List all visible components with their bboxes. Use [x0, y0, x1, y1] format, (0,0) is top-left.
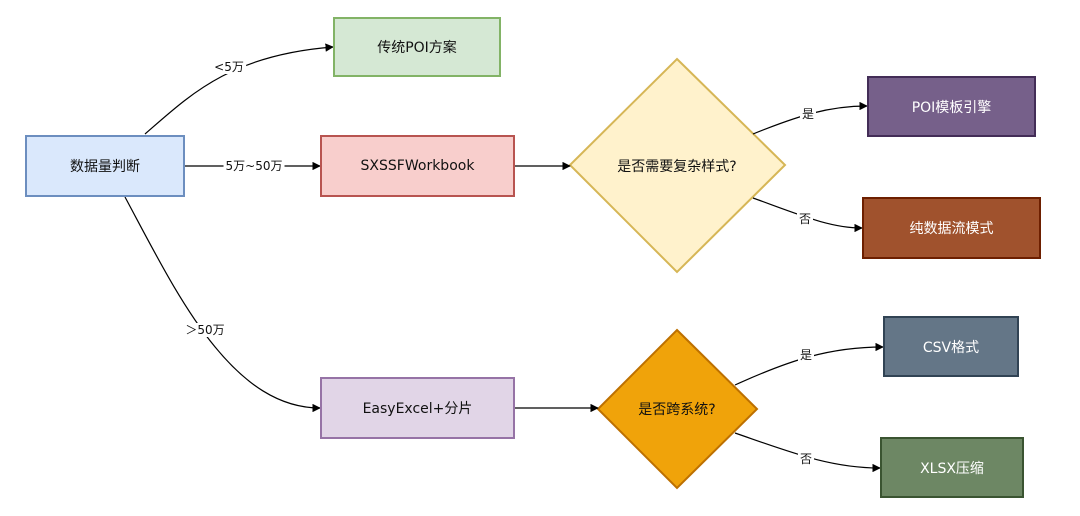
edge-label-style-no: 否 — [796, 212, 814, 226]
node-label: EasyExcel+分片 — [362, 401, 473, 417]
edge-label-5w-50w: 5万~50万 — [223, 159, 285, 173]
diamond-complex-style[interactable] — [568, 57, 787, 274]
edge-start-to-easyexcel — [124, 196, 321, 413]
node-label: 数据量判断 — [70, 159, 140, 175]
edge-label-cross-yes: 是 — [797, 348, 815, 362]
node-sxssf-workbook[interactable]: SXSSFWorkbook — [320, 135, 515, 197]
node-data-volume-check[interactable]: 数据量判断 — [25, 135, 185, 197]
node-traditional-poi[interactable]: 传统POI方案 — [333, 17, 501, 77]
edge-start-to-poi — [144, 43, 334, 135]
node-label: 传统POI方案 — [377, 40, 457, 56]
diamond-complex-style-label: 是否需要复杂样式? — [617, 159, 737, 175]
node-label: 纯数据流模式 — [909, 221, 994, 237]
node-label: POI模板引擎 — [911, 99, 992, 116]
node-label: CSV格式 — [922, 339, 980, 356]
node-label: XLSX压缩 — [920, 460, 984, 477]
node-csv-format[interactable]: CSV格式 — [883, 316, 1019, 377]
diamond-cross-system[interactable] — [596, 328, 759, 490]
node-xlsx-compressed[interactable]: XLSX压缩 — [880, 437, 1024, 498]
edge-label-lt-5w: <5万 — [212, 60, 246, 74]
edge-style-no — [752, 197, 863, 233]
node-easyexcel-sharding[interactable]: EasyExcel+分片 — [320, 377, 515, 439]
edge-label-gt-50w: ＞50万 — [183, 323, 227, 337]
diamond-cross-system-label: 是否跨系统? — [638, 402, 716, 418]
edge-label-style-yes: 是 — [799, 107, 817, 121]
node-pure-stream-mode[interactable]: 纯数据流模式 — [862, 197, 1041, 259]
node-poi-template-engine[interactable]: POI模板引擎 — [867, 76, 1036, 137]
edge-label-cross-no: 否 — [797, 452, 815, 466]
node-label: SXSSFWorkbook — [360, 158, 475, 174]
